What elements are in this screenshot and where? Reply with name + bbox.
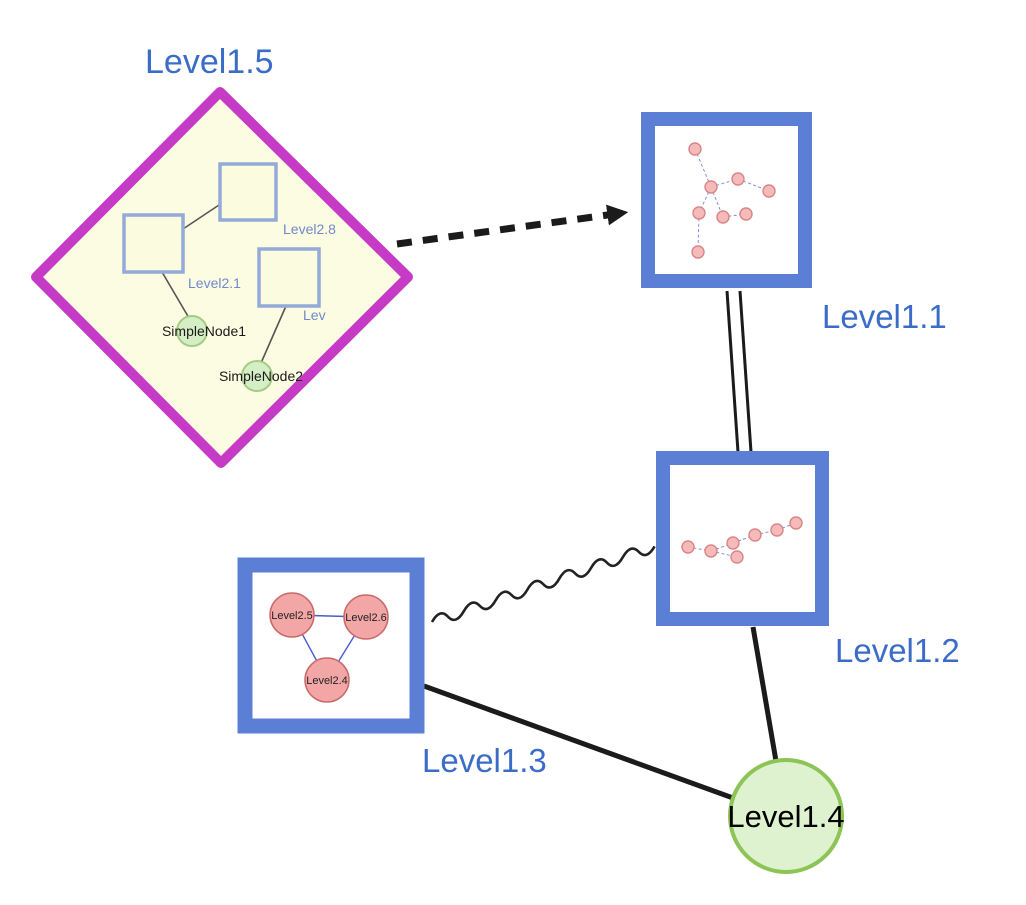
node-level2-5[interactable] (269, 592, 315, 638)
level1-2-frame[interactable] (656, 451, 829, 626)
node-level1-2[interactable] (656, 451, 829, 626)
node-simplenode1-label: SimpleNode1 (162, 323, 246, 339)
node-level1-1-label: Level1.1 (822, 298, 947, 335)
node-level2-4[interactable] (304, 657, 350, 703)
edge-level1-3-to-level1-2-wavy[interactable] (430, 545, 656, 623)
preview-node[interactable] (704, 544, 718, 558)
node-level1-5-label: Level1.5 (145, 43, 274, 81)
node-level1-1[interactable] (641, 112, 812, 288)
preview-node[interactable] (789, 516, 803, 530)
level1-1-frame[interactable] (641, 112, 812, 288)
node-level2-5-label: Level2.5 (271, 610, 313, 622)
preview-node[interactable] (692, 206, 706, 220)
preview-node[interactable] (730, 550, 744, 564)
preview-node[interactable] (688, 142, 702, 156)
node-level2-lev[interactable] (257, 247, 321, 308)
node-simplenode2-label: SimpleNode2 (219, 368, 303, 384)
node-level2-6[interactable] (343, 594, 389, 640)
edge-level2-1-to-level2-8[interactable] (179, 202, 223, 232)
preview-node[interactable] (704, 180, 718, 194)
preview-node[interactable] (770, 523, 784, 537)
node-level1-4[interactable]: Level1.4 (727, 758, 845, 874)
level1-4-circle[interactable] (728, 758, 844, 874)
preview-node[interactable] (716, 210, 730, 224)
edge-level2-1-to-simplenode1[interactable] (161, 271, 190, 319)
node-level2-1[interactable] (122, 213, 185, 274)
preview-node[interactable] (731, 172, 745, 186)
node-level2-1-label: Level2.1 (188, 275, 241, 291)
node-level2-lev-label: Lev (303, 307, 326, 323)
node-level1-3-label: Level1.3 (422, 742, 547, 779)
node-level1-5[interactable]: Level2.8 Level2.1 Lev SimpleNode1 Simple… (31, 87, 413, 468)
level1-1-preview-nodes (688, 142, 776, 259)
preview-node[interactable] (691, 245, 705, 259)
node-level2-8[interactable] (218, 162, 278, 222)
level1-2-preview-nodes (681, 516, 803, 564)
node-level2-6-label: Level2.6 (345, 612, 387, 624)
node-level1-3[interactable]: Level2.5 Level2.6 Level2.4 (237, 557, 425, 734)
preview-node[interactable] (726, 536, 740, 550)
preview-node[interactable] (762, 184, 776, 198)
preview-node[interactable] (681, 540, 695, 554)
preview-node[interactable] (748, 528, 762, 542)
edge-level1-3-to-level1-4[interactable] (423, 683, 734, 801)
node-simplenode2[interactable] (241, 360, 273, 392)
edge-level1-5-to-level1-1[interactable] (396, 204, 629, 248)
edge-level1-2-to-level1-4[interactable] (750, 626, 779, 762)
node-level1-4-label: Level1.4 (727, 799, 844, 834)
node-level1-2-label: Level1.2 (835, 632, 960, 669)
node-simplenode1[interactable] (176, 315, 208, 347)
edge-level1-1-to-level1-2[interactable] (725, 290, 753, 453)
node-level2-4-label: Level2.4 (306, 675, 348, 687)
level1-5-diamond-shape[interactable] (31, 87, 413, 468)
preview-node[interactable] (739, 207, 753, 221)
node-level2-8-label: Level2.8 (283, 221, 336, 237)
edge-lev-to-simplenode2[interactable] (260, 305, 287, 364)
